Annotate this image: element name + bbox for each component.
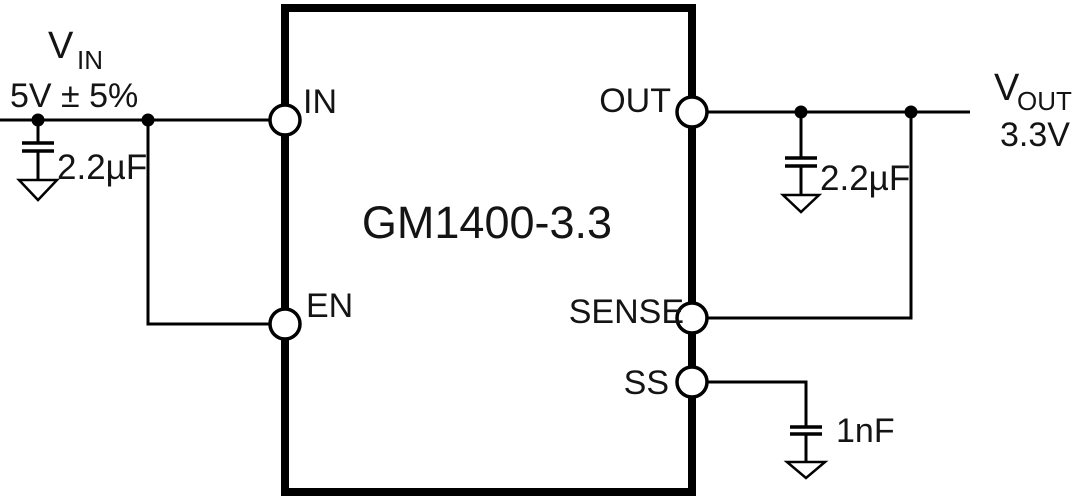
- wire-sense-feedback: [707, 112, 913, 320]
- pin-en-terminal: [268, 307, 302, 341]
- soft-start-cap-value: 1nF: [836, 412, 895, 450]
- pin-sense-terminal: [675, 301, 709, 335]
- vin-symbol: V: [48, 25, 74, 67]
- input-capacitor-icon: [16, 120, 60, 202]
- pin-label-ss: SS: [624, 364, 669, 402]
- pin-ss-terminal: [675, 365, 709, 399]
- ss-ground-icon: [783, 460, 829, 480]
- pin-label-in: IN: [303, 83, 337, 121]
- input-cap-value: 2.2µF: [57, 148, 147, 187]
- junction-dot: [794, 105, 808, 119]
- vin-net-label: V IN 5V ± 5%: [10, 25, 138, 115]
- wire-ss-branch: [707, 380, 808, 427]
- vout-net-label: V OUT 3.3V: [994, 67, 1072, 154]
- pin-in-terminal: [268, 103, 302, 137]
- output-ground-icon: [779, 193, 823, 214]
- output-cap-value: 2.2µF: [820, 159, 910, 198]
- vout-voltage: 3.3V: [1000, 116, 1070, 154]
- ic-body: [281, 4, 696, 496]
- pin-out-terminal: [675, 95, 709, 129]
- soft-start-capacitor-icon: [783, 425, 829, 480]
- pin-label-sense: SENSE: [569, 293, 684, 331]
- junction-dot: [31, 113, 45, 127]
- pin-label-out: OUT: [599, 82, 671, 120]
- junction-dot: [904, 105, 918, 119]
- vin-subscript: IN: [77, 45, 103, 75]
- vout-symbol: V: [994, 67, 1020, 109]
- input-ground-icon: [16, 178, 60, 202]
- vin-spec: 5V ± 5%: [10, 77, 138, 115]
- output-capacitor-icon: [779, 112, 823, 214]
- pin-label-en: EN: [306, 287, 353, 325]
- ic-part-number: GM1400-3.3: [362, 197, 612, 248]
- vout-subscript: OUT: [1017, 86, 1072, 116]
- wire-en-branch: [146, 120, 270, 326]
- junction-dot: [141, 113, 155, 127]
